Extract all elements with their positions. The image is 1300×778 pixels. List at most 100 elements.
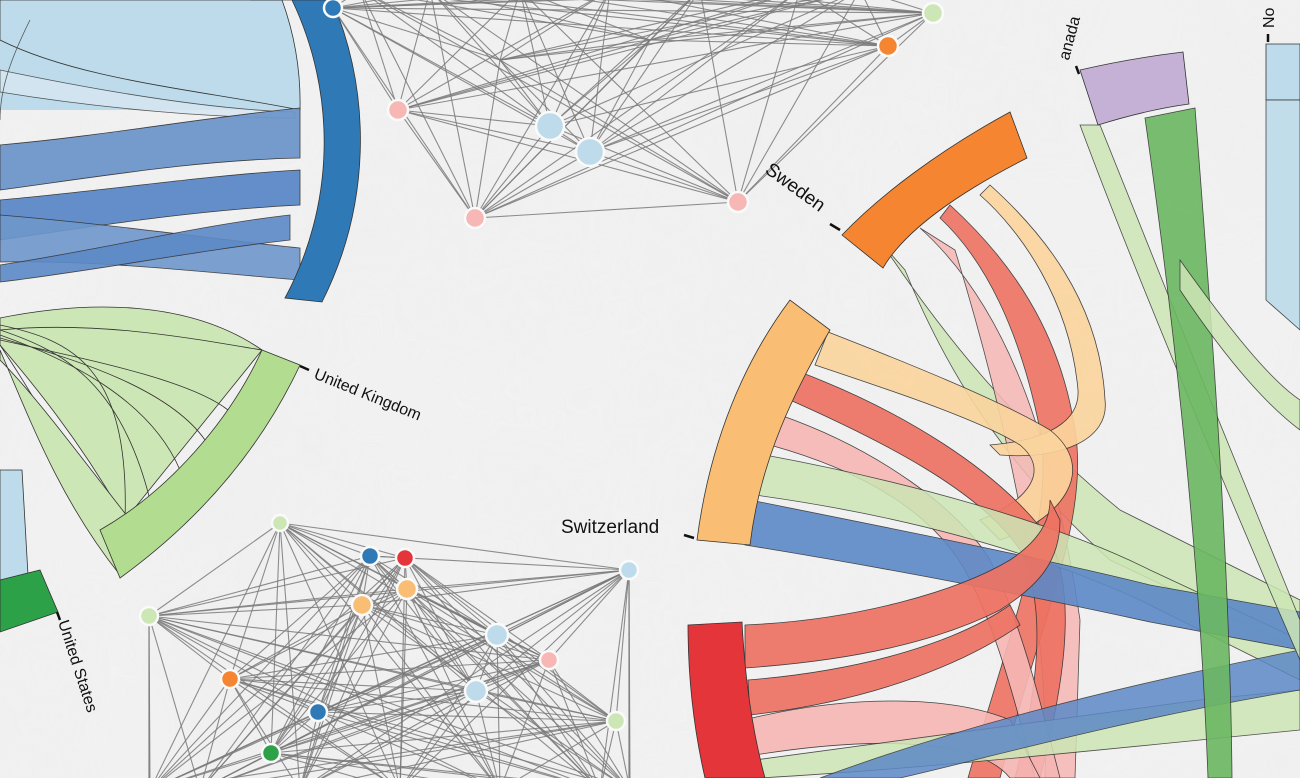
graph-edge [229, 678, 319, 713]
graph-node [618, 559, 640, 581]
graph-edge [474, 45, 889, 219]
graph-edge [411, 569, 630, 778]
graph-edge [397, 109, 739, 203]
graph-edge [270, 752, 361, 778]
graph-edge [474, 12, 934, 219]
graph-edge [544, 0, 651, 41]
graph-edge [202, 678, 231, 778]
graph-node [307, 701, 329, 723]
graph-edge [229, 634, 498, 680]
graph-edge [649, 12, 934, 41]
graph-edge [649, 39, 889, 47]
graph-node [574, 136, 606, 168]
north-america-chord-group [0, 0, 361, 303]
graph-edge [499, 39, 651, 61]
graph-node [322, 0, 344, 19]
graph-edge [548, 569, 630, 661]
sweden-arc [841, 111, 1028, 269]
graph-edge [589, 0, 788, 153]
graph-edge [474, 59, 501, 219]
graph-edge [582, 0, 889, 47]
graph-node [260, 742, 282, 764]
graph-edge [270, 752, 519, 778]
graph-edge [270, 522, 281, 754]
graph-edge [230, 659, 550, 778]
graph-edge [814, 0, 889, 47]
graph-edge [317, 604, 363, 713]
graph-edge [602, 720, 617, 778]
graph-edge [229, 678, 617, 722]
graph-node [138, 605, 160, 627]
graph-edge [157, 678, 231, 778]
graph-edge [649, 0, 691, 41]
graph-edge [475, 659, 550, 692]
graph-edge [229, 678, 272, 754]
graph-edge [187, 752, 272, 778]
graph-edge [317, 711, 474, 778]
graph-edge [397, 0, 769, 111]
graph-edge [529, 0, 739, 203]
graph-edge [549, 39, 651, 127]
graph-edge [229, 522, 281, 680]
graph-node [386, 98, 410, 122]
united-kingdom-tick [299, 364, 310, 372]
top-network-graph [322, 0, 945, 230]
graph-edge [589, 0, 610, 153]
graph-edge [737, 45, 889, 203]
europe-ribbons [744, 107, 1300, 778]
graph-edge [397, 109, 551, 127]
graph-edge [443, 0, 739, 203]
graph-edge [475, 569, 630, 692]
graph-edge [148, 557, 406, 617]
graph-edge [589, 0, 845, 153]
graph-edge [209, 604, 363, 778]
graph-edge [317, 711, 617, 722]
graph-edge [474, 201, 739, 219]
graph-edge [373, 0, 551, 127]
graph-edge [406, 569, 630, 590]
graph-edge [317, 711, 559, 778]
graph-edge [589, 39, 651, 153]
graph-edge [737, 12, 934, 203]
graph-edge [229, 555, 371, 680]
graph-edge [270, 711, 319, 754]
graph-edge [795, 0, 934, 14]
graph-edge [229, 604, 363, 680]
graph-edge [270, 690, 477, 754]
graph-edge [406, 588, 477, 692]
graph-edge [332, 0, 422, 9]
graph-edge [148, 615, 231, 680]
graph-node [350, 593, 374, 617]
graph-edge [404, 557, 591, 778]
graph-edge [737, 0, 855, 203]
canada-arc [1079, 51, 1190, 126]
graph-edge [889, 0, 934, 14]
graph-edge [270, 555, 371, 754]
graph-edge [378, 0, 501, 61]
graph-edge [499, 0, 812, 61]
graph-edge [499, 59, 739, 203]
graph-edge [549, 0, 690, 127]
graph-edge [229, 678, 294, 778]
graph-edge [737, 0, 798, 203]
graph-edge [397, 109, 476, 219]
graph-node [484, 622, 510, 648]
graph-edge [496, 634, 621, 778]
graph-node [270, 513, 290, 533]
graph-edge [148, 615, 478, 778]
graph-edge [160, 555, 371, 778]
norway-arc [1265, 43, 1300, 331]
graph-edge [148, 555, 371, 617]
graph-edge [229, 678, 477, 692]
graph-edge [364, 0, 476, 219]
graph-edge [208, 555, 371, 778]
graph-edge [701, 0, 739, 203]
graph-edge [279, 522, 630, 571]
graph-edge [742, 0, 934, 14]
graph-edge [332, 0, 380, 9]
graph-edge [499, 0, 596, 61]
graph-edge [332, 7, 889, 47]
graph-edge [376, 0, 739, 203]
graph-edge [628, 569, 631, 778]
